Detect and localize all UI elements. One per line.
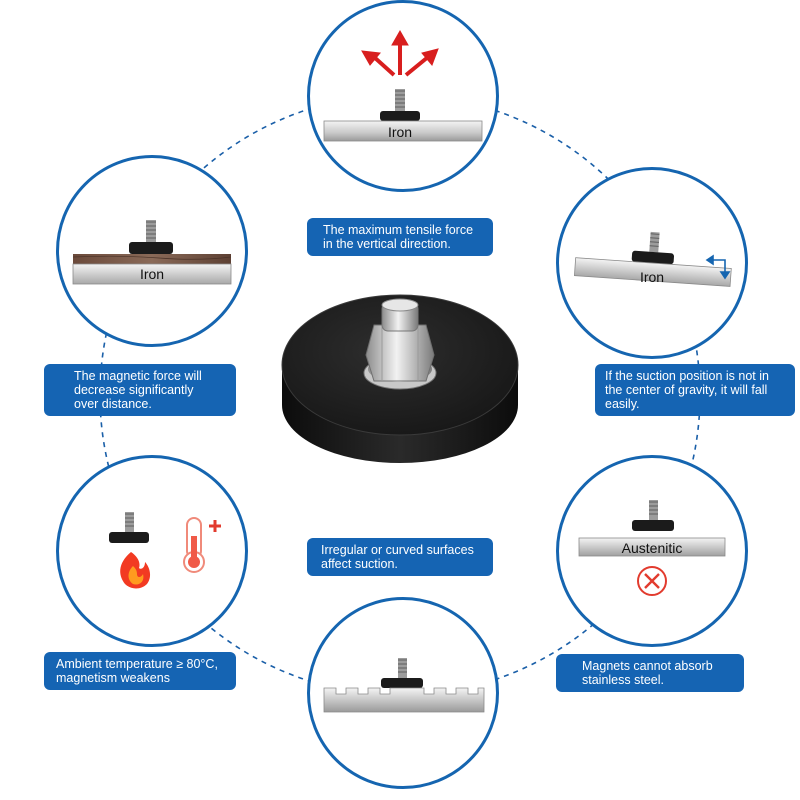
panel-top-vertical-force: Iron bbox=[307, 0, 499, 192]
irregular-surface-illustration bbox=[323, 658, 485, 713]
panel-stainless: Austenitic bbox=[556, 455, 748, 647]
tilted-plate-illustration bbox=[573, 231, 732, 287]
panel-center-of-gravity: Iron bbox=[556, 167, 748, 359]
thermometer-plus-icon bbox=[183, 517, 221, 573]
red-arrows-icon bbox=[361, 29, 439, 77]
plate-label-iron: Iron bbox=[139, 266, 165, 282]
tilt-arrow-icon bbox=[705, 254, 731, 280]
caption-stainless: Magnets cannot absorb stainless steel. bbox=[556, 654, 744, 692]
plate-label-iron: Iron bbox=[387, 124, 413, 140]
caption-temperature: Ambient temperature ≥ 80°C, magnetism we… bbox=[44, 652, 236, 690]
plate-label-austenitic: Austenitic bbox=[621, 540, 683, 556]
distance-illustration bbox=[72, 220, 232, 285]
caption-distance: The magnetic force will decrease signifi… bbox=[44, 364, 236, 416]
fire-icon bbox=[120, 552, 151, 589]
caption-center-of-gravity: If the suction position is not in the ce… bbox=[595, 364, 795, 416]
panel-temperature bbox=[56, 455, 248, 647]
cross-circle-icon bbox=[637, 566, 667, 596]
temperature-illustration bbox=[109, 512, 221, 589]
vertical-pull-illustration bbox=[323, 29, 483, 142]
caption-irregular-surface: Irregular or curved surfaces affect suct… bbox=[307, 538, 493, 576]
austenitic-plate-illustration bbox=[578, 500, 726, 596]
panel-irregular-surface bbox=[307, 597, 499, 789]
plate-label-iron: Iron bbox=[639, 269, 665, 285]
panel-distance: Iron bbox=[56, 155, 248, 347]
center-magnet-illustration bbox=[281, 294, 519, 463]
caption-vertical-force: The maximum tensile force in the vertica… bbox=[307, 218, 493, 256]
